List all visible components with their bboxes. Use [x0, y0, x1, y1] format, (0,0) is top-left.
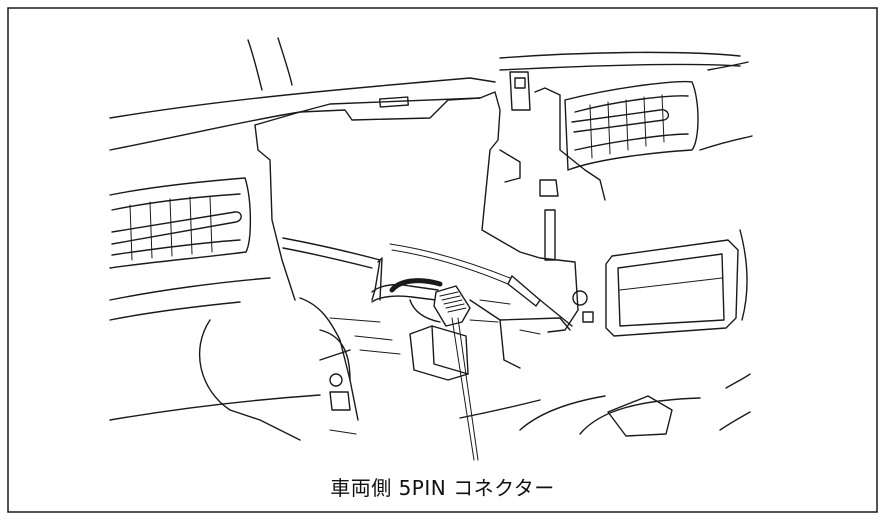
wiring-harness	[282, 237, 573, 381]
callout-leader-line	[451, 317, 475, 461]
right-air-vent	[564, 61, 753, 171]
connector-callout-label: 車両側 5PIN コネクター	[330, 476, 555, 500]
vehicle-5pin-connector	[433, 285, 471, 327]
dashboard-drawing	[109, 37, 753, 461]
right-console-panel	[605, 229, 748, 337]
diagram-border	[7, 7, 878, 513]
left-air-vent	[109, 177, 271, 321]
